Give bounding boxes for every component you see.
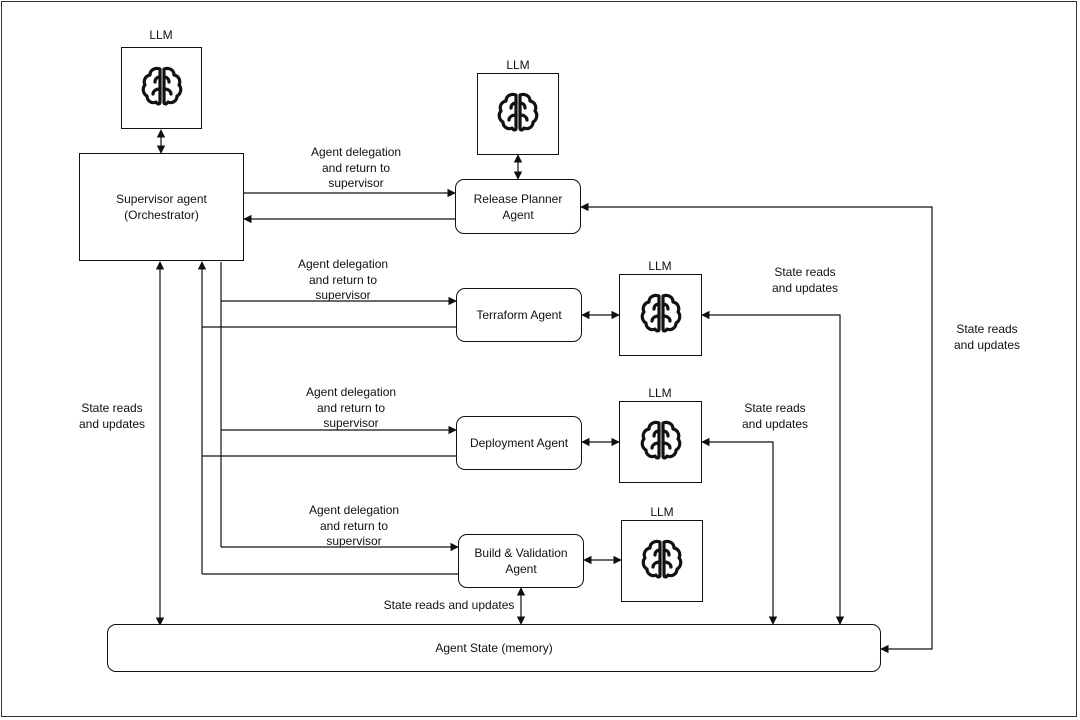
brain-icon: [638, 535, 686, 588]
deployment-llm-state-arrow: [701, 437, 778, 625]
llm-box-supervisor: [121, 47, 202, 129]
agent-state-box: Agent State (memory): [107, 624, 881, 672]
build-validation-agent-box: Build & Validation Agent: [458, 534, 584, 588]
supervisor-title: Supervisor agent: [116, 192, 207, 206]
brain-icon: [494, 88, 542, 141]
release-state-arrow: [580, 202, 933, 654]
llm-label-deployment: LLM: [648, 386, 672, 400]
llm-box-deployment: [619, 401, 702, 483]
deployment-agent-label: Deployment Agent: [469, 436, 569, 450]
llm-box-build: [621, 520, 703, 602]
llm-box-terraform: [619, 274, 702, 356]
llm-box-release: [477, 73, 559, 155]
agent-state-label: Agent State (memory): [435, 641, 553, 655]
release-agent-line1: Release Planner: [473, 191, 563, 206]
build-agent-line2: Agent: [505, 562, 537, 576]
brain-icon: [637, 289, 685, 342]
release-agent-line2: Agent: [502, 207, 534, 222]
brain-icon: [138, 62, 186, 115]
llm-label-supervisor: LLM: [149, 28, 173, 42]
llm-label-release: LLM: [506, 58, 530, 72]
supervisor-subtitle: (Orchestrator): [124, 208, 199, 222]
terraform-agent-box: Terraform Agent: [456, 288, 582, 342]
build-agent-line1: Build & Validation: [474, 546, 568, 560]
terraform-llm-state-arrow: [701, 310, 845, 625]
state-label-build: State reads and updates: [383, 598, 515, 612]
release-planner-agent-box: Release Planner Agent: [455, 179, 581, 234]
llm-label-build: LLM: [650, 505, 674, 519]
brain-icon: [637, 416, 685, 469]
deployment-agent-box: Deployment Agent: [456, 416, 582, 470]
terraform-agent-label: Terraform Agent: [476, 308, 562, 322]
llm-label-terraform: LLM: [648, 259, 672, 273]
supervisor-agent-box: Supervisor agent (Orchestrator): [79, 153, 244, 261]
